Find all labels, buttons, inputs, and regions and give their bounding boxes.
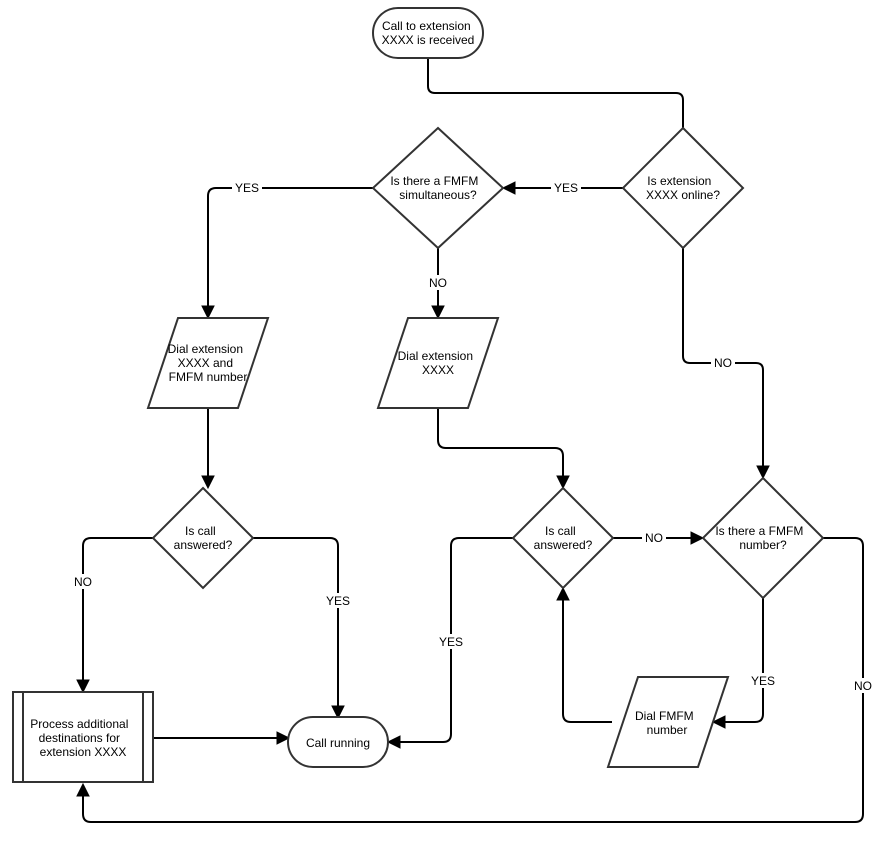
arrowhead [386, 735, 401, 749]
edge-start-to-online [427, 58, 684, 128]
io-dial-fmfm-number: Dial FMFM number [606, 676, 730, 768]
arrowhead [76, 679, 90, 694]
svg-text:Is extension XXXX online: Is extension XXXX online? [646, 174, 720, 202]
svg-text:Is there a FMFM simultan: Is there a FMFM simultaneous? [390, 174, 481, 202]
dialext-line-1: Dial extension [398, 349, 473, 363]
edge-left-no [82, 537, 153, 680]
start-line-1: Call to extension [382, 19, 471, 33]
arrowhead [501, 181, 516, 195]
decision-extension-online: Is extension XXXX online? [621, 126, 745, 250]
arrowhead [276, 731, 291, 745]
ansleft-line-1: Is call [185, 524, 216, 538]
arrowhead [756, 465, 770, 480]
dialfmfm-line-2: number [647, 723, 688, 737]
arrowhead [201, 475, 215, 490]
edge-fmfm-yes [725, 598, 764, 723]
label-online-no: NO [714, 356, 732, 370]
edge-dialext-to-mid [437, 408, 564, 476]
edge-sim-yes [207, 187, 373, 306]
sim-line-2: simultaneous? [399, 188, 477, 202]
svg-text:Dial extension XXXX: Dial extension XXXX [398, 349, 477, 377]
label-left-yes: YES [326, 594, 350, 608]
running-label: Call running [306, 736, 370, 750]
fmfmnum-line-2: number? [739, 538, 787, 552]
process-line-1: Process additional [30, 717, 128, 731]
label-online-yes: YES [554, 181, 578, 195]
dialboth-line-2: XXXX and [178, 356, 233, 370]
decision-fmfm-number: Is there a FMFM number? [701, 476, 825, 600]
svg-text:Call running: Call running [306, 736, 370, 750]
arrowhead [431, 305, 445, 320]
arrowhead [76, 782, 90, 797]
svg-text:Is there a FMFM number?: Is there a FMFM number? [715, 524, 806, 552]
svg-text:Dial FMFM number: Dial FMFM number [635, 709, 697, 737]
label-fmfm-no: NO [854, 679, 872, 693]
ansleft-line-2: answered? [174, 538, 233, 552]
dialboth-line-3: FMFM number [169, 370, 248, 384]
sim-line-1: Is there a FMFM [390, 174, 478, 188]
io-dial-extension-and-fmfm: Dial extension XXXX and FMFM number [146, 317, 270, 409]
arrowhead [711, 715, 726, 729]
call-running-terminator: Call running [287, 716, 389, 768]
edge-dialfmfm-loop [562, 600, 612, 723]
svg-text:Call to extension XXXX i: Call to extension XXXX is received [382, 19, 475, 47]
process-additional-destinations: Process additional destinations for exte… [12, 691, 154, 783]
arrowhead [556, 586, 570, 601]
decision-call-answered-left: Is call answered? [151, 486, 255, 590]
svg-text:Is call answered?: Is call answered? [174, 524, 233, 552]
decision-fmfm-simultaneous: Is there a FMFM simultaneous? [371, 126, 505, 250]
start-line-2: XXXX is received [382, 33, 475, 47]
io-dial-extension: Dial extension XXXX [376, 317, 500, 409]
fmfmnum-line-1: Is there a FMFM [715, 524, 803, 538]
label-mid-no: NO [645, 531, 663, 545]
process-line-3: extension XXXX [40, 745, 127, 759]
dialext-line-2: XXXX [422, 363, 454, 377]
edge-labels: YES NO YES NO NO YES YES NO YES NO [71, 180, 875, 693]
ansmid-line-1: Is call [545, 524, 576, 538]
svg-text:Process additional desti: Process additional destinations for exte… [30, 717, 131, 759]
edges [76, 58, 864, 823]
dialfmfm-line-1: Dial FMFM [635, 709, 694, 723]
arrowhead [556, 475, 570, 490]
start-terminator: Call to extension XXXX is received [372, 7, 484, 59]
arrowhead [201, 305, 215, 320]
arrowhead [690, 531, 705, 545]
label-left-no: NO [74, 575, 92, 589]
svg-text:Is call answered?: Is call answered? [534, 524, 593, 552]
arrowhead [331, 705, 345, 720]
dialboth-line-1: Dial extension [168, 342, 243, 356]
svg-text:Dial extension XXXX and: Dial extension XXXX and FMFM number [168, 342, 248, 384]
ansmid-line-2: answered? [534, 538, 593, 552]
process-line-2: destinations for [39, 731, 120, 745]
online-line-1: Is extension [647, 174, 711, 188]
label-sim-no: NO [429, 276, 447, 290]
label-fmfm-yes: YES [751, 674, 775, 688]
edge-fmfm-no [82, 537, 864, 823]
decision-call-answered-middle: Is call answered? [511, 486, 615, 590]
edge-left-yes [253, 537, 339, 706]
online-line-2: XXXX online? [646, 188, 720, 202]
label-mid-yes: YES [439, 635, 463, 649]
label-sim-yes: YES [235, 181, 259, 195]
